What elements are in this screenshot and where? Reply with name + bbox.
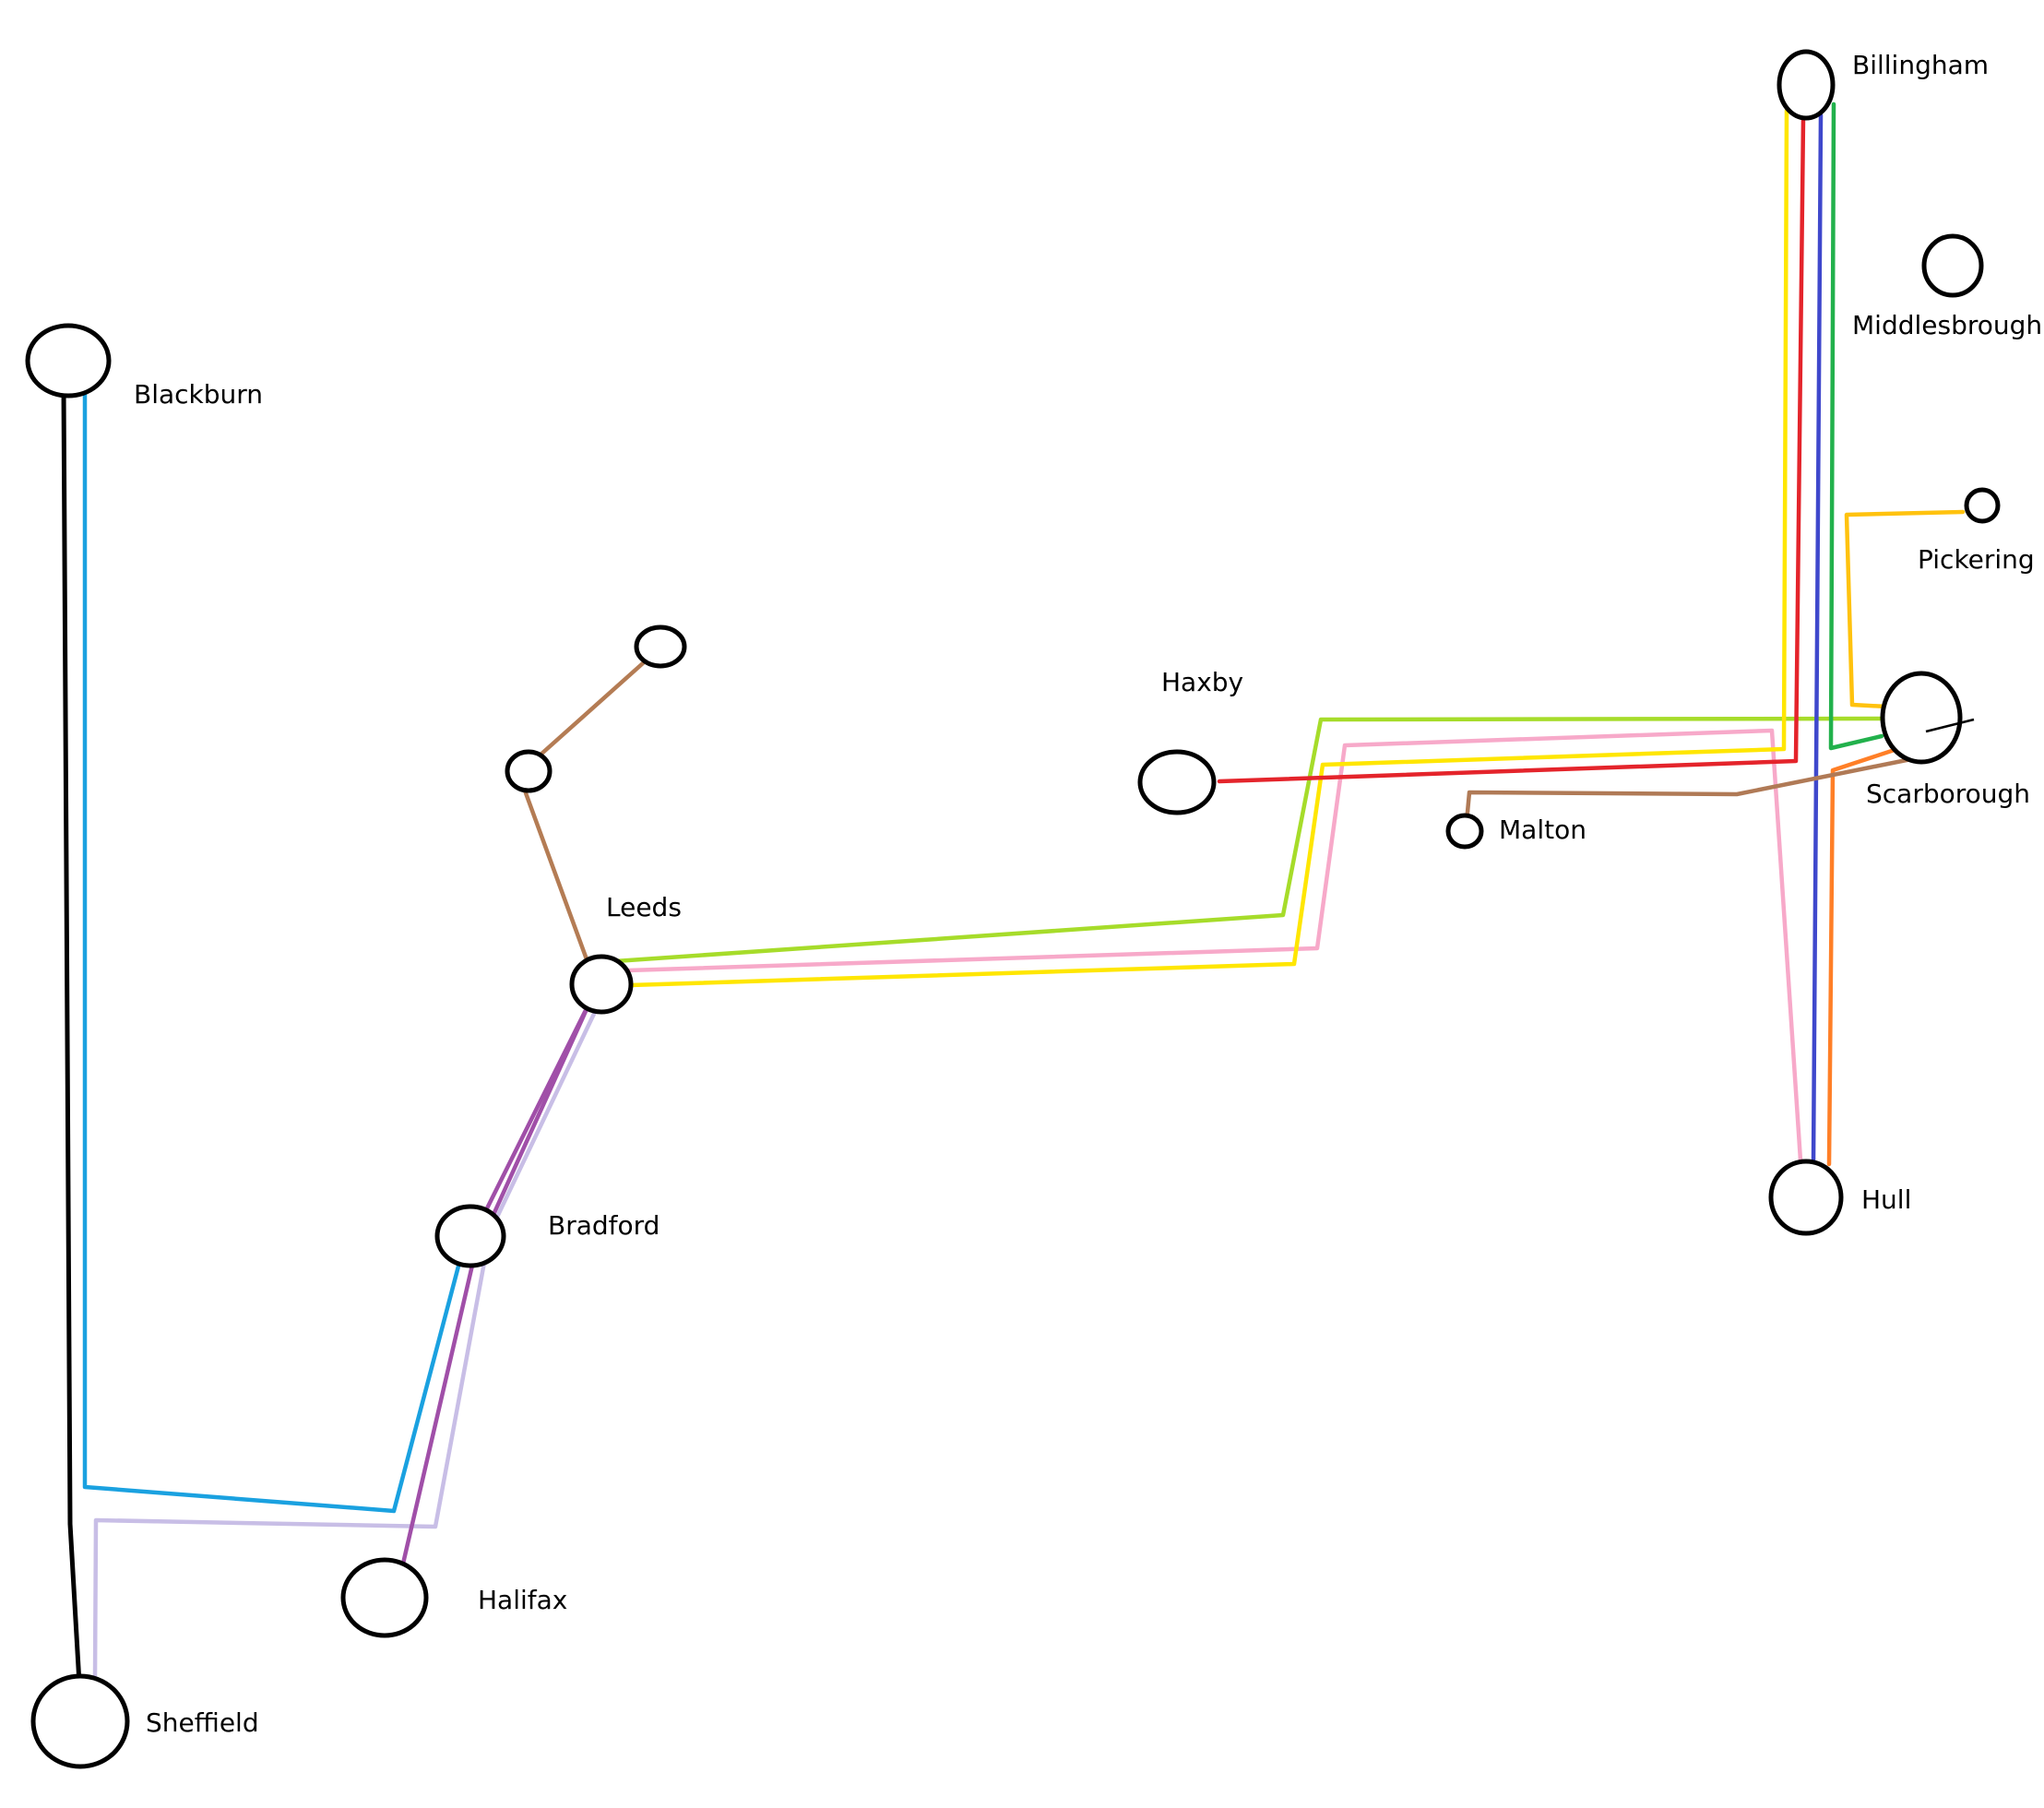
- station-unnamed-1[interactable]: [634, 624, 687, 669]
- station-haxby[interactable]: [1137, 749, 1217, 815]
- route-yellow: [627, 108, 1789, 988]
- route-lavender: [92, 992, 606, 1682]
- station-pickering[interactable]: [1964, 487, 2001, 524]
- route-black: [61, 385, 82, 1686]
- station-labels: Billingham Middlesbrough Pickering Scarb…: [134, 50, 2042, 1738]
- label-hull: Hull: [1861, 1184, 1911, 1215]
- label-leeds: Leeds: [606, 892, 682, 922]
- route-blue: [1811, 113, 1824, 1165]
- station-leeds[interactable]: [569, 954, 634, 1015]
- scarborough-tick-mark: [1925, 718, 1975, 733]
- station-unnamed-2[interactable]: [505, 749, 553, 793]
- label-haxby: Haxby: [1161, 667, 1243, 697]
- label-halifax: Halifax: [478, 1585, 567, 1615]
- stations: [25, 49, 2001, 1769]
- station-halifax[interactable]: [340, 1557, 429, 1638]
- label-pickering: Pickering: [1918, 544, 2035, 575]
- route-lines: [61, 101, 1966, 1686]
- route-brown-leeds: [537, 660, 646, 758]
- route-lime: [612, 716, 1889, 964]
- label-malton: Malton: [1499, 815, 1586, 845]
- route-brown-leeds-lower: [522, 788, 589, 962]
- station-hull[interactable]: [1768, 1159, 1844, 1236]
- label-blackburn: Blackburn: [134, 379, 263, 410]
- route-red: [1217, 115, 1806, 784]
- station-billingham[interactable]: [1777, 49, 1836, 121]
- route-pink: [624, 728, 1803, 1163]
- label-scarborough: Scarborough: [1866, 779, 2030, 809]
- label-billingham: Billingham: [1852, 50, 1989, 80]
- label-middlesbrough: Middlesbrough: [1852, 310, 2042, 340]
- station-bradford[interactable]: [434, 1204, 506, 1268]
- route-brown-malton: [1464, 755, 1919, 825]
- route-purple: [400, 996, 594, 1566]
- station-scarborough[interactable]: [1880, 671, 1963, 765]
- station-malton[interactable]: [1445, 813, 1484, 850]
- route-orange: [1826, 743, 1911, 1167]
- route-purple-upper: [481, 996, 594, 1217]
- route-green: [1828, 101, 1884, 751]
- label-sheffield: Sheffield: [146, 1707, 259, 1738]
- station-sheffield[interactable]: [30, 1673, 130, 1769]
- route-light-blue: [82, 391, 463, 1514]
- station-blackburn[interactable]: [25, 323, 112, 398]
- route-gold: [1844, 509, 1966, 709]
- station-middlesbrough[interactable]: [1921, 233, 1984, 298]
- label-bradford: Bradford: [548, 1210, 660, 1241]
